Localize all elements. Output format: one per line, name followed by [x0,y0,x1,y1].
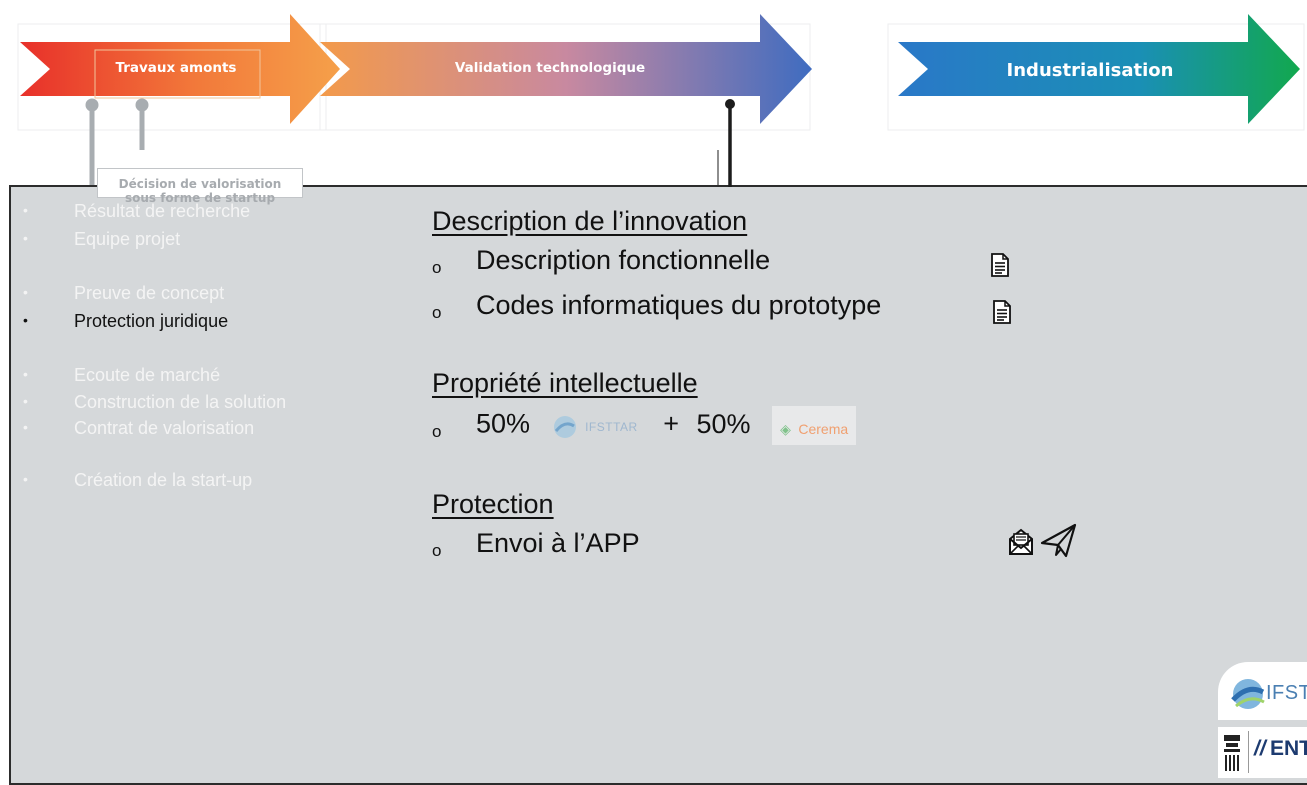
phase-banner [0,0,1307,190]
phase-label-industrialisation: Industrialisation [1006,60,1174,81]
heading-protection: Protection [432,489,554,519]
heading-propriete: Propriété intellectuelle [432,368,698,398]
decision-box: Décision de valorisation sous forme de s… [97,168,303,205]
step-ecoute: •Ecoute de marché [23,365,221,385]
step-protection: •Protection juridique [23,311,229,331]
connector-grey [85,98,149,190]
step-equipe: •Equipe projet [23,229,181,249]
entpe-logo: // ENTPI [1218,727,1307,778]
ifsttar-inline-logo: IFSTTAR [552,410,638,441]
phase-label-amont: Travaux amonts [115,60,237,76]
document-icon[interactable] [992,300,1012,324]
decision-line-1: Décision de valorisation [118,177,282,191]
step-contrat: •Contrat de valorisation [23,418,255,438]
content-panel [9,185,1307,785]
connector-dark [717,99,735,186]
phase-arrow-industrialisation [898,14,1300,124]
step-creation: •Création de la start-up [23,470,253,490]
decision-line-2: sous forme de startup [124,191,276,205]
connector-dark-lower [728,150,732,187]
heading-description: Description de l’innovation [432,206,748,236]
paper-plane-icon[interactable] [1040,523,1078,559]
phase-label-validation: Validation technologique [454,60,646,76]
step-preuve: •Preuve de concept [23,283,225,303]
ifsttar-logo: IFSTTA [1218,662,1307,720]
cerema-inline-logo: ◈ Cerema [772,406,857,445]
phase-arrow-validation [320,14,812,124]
share-ifsttar: 50% [476,408,531,439]
phase-arrow-amont [20,14,340,124]
step-resultat: •Résultat de recherche [23,201,251,221]
envelope-icon[interactable] [1007,527,1035,557]
step-construction: •Construction de la solution [23,392,287,412]
share-cerema: 50% [696,408,751,439]
document-icon[interactable] [990,253,1010,277]
plus-sign: + [663,408,679,439]
